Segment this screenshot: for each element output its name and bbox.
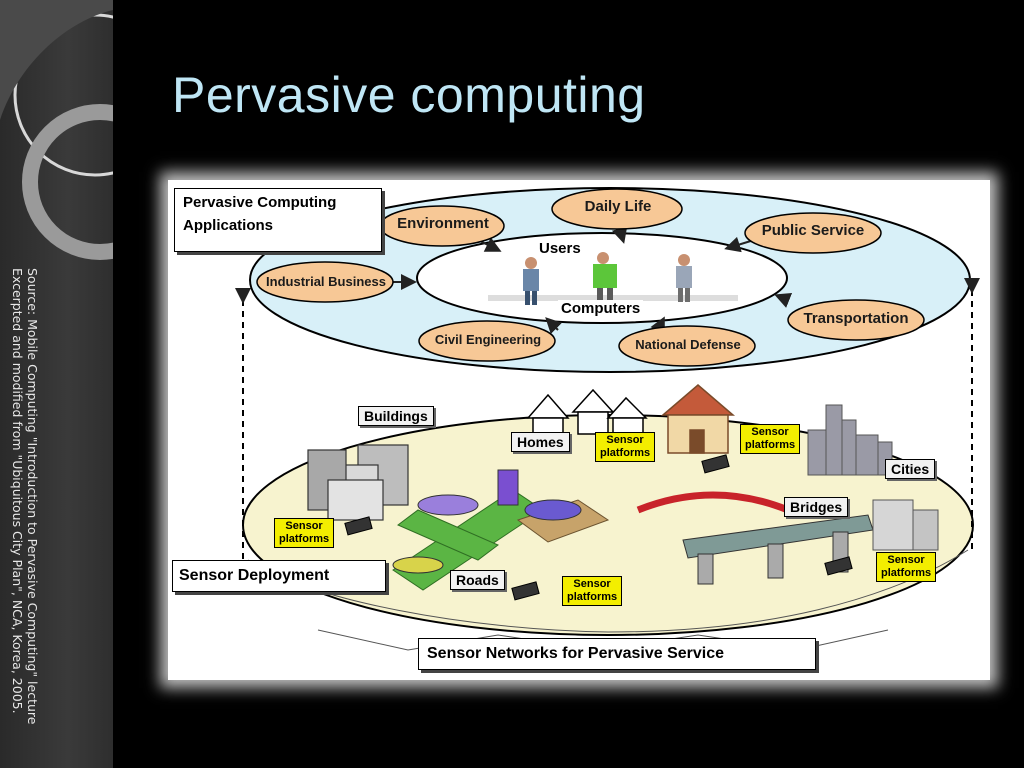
- app-environment: Environment: [397, 215, 489, 232]
- roads-label: Roads: [450, 570, 505, 590]
- bridges-label: Bridges: [784, 497, 849, 517]
- source-line-2: Excerpted and modified from "Ubiquitous …: [10, 268, 25, 714]
- applications-label: Pervasive Computing Applications: [174, 188, 382, 252]
- users-figures: [488, 252, 738, 305]
- applications-label-line-2: Applications: [183, 217, 274, 234]
- sensor-platforms-line-1: Sensor: [573, 578, 611, 590]
- sensor-platforms-line-1: Sensor: [285, 520, 323, 532]
- sensor-platforms-label-homes: Sensor platforms: [595, 432, 656, 462]
- sensor-platforms-line-2: platforms: [279, 533, 330, 545]
- sensor-platforms-line-2: platforms: [600, 447, 651, 459]
- sensor-deployment-label: Sensor Deployment: [172, 560, 386, 592]
- source-citation: Source: Mobile Computing "Introduction t…: [10, 268, 40, 738]
- app-national-defense: National Defense: [635, 337, 741, 352]
- sensor-networks-label: Sensor Networks for Pervasive Service: [418, 638, 816, 670]
- sensor-platforms-label-cities: Sensor platforms: [740, 424, 801, 454]
- sensor-platforms-line-2: platforms: [567, 591, 618, 603]
- sensor-platforms-line-1: Sensor: [887, 554, 925, 566]
- decorative-rings: [0, 0, 113, 260]
- diagram-graphics: [235, 187, 980, 651]
- cities-label: Cities: [885, 459, 936, 479]
- slide-title: Pervasive computing: [172, 67, 646, 123]
- application-ovals: [256, 188, 925, 367]
- users-label: Users: [536, 240, 584, 257]
- buildings-label: Buildings: [358, 406, 434, 426]
- right-buildings: [872, 499, 939, 551]
- sensor-platforms-label-buildings: Sensor platforms: [274, 518, 335, 548]
- app-daily-life: Daily Life: [584, 198, 652, 215]
- app-public-service: Public Service: [761, 222, 865, 239]
- pervasive-computing-diagram: Pervasive Computing Applications Environ…: [168, 180, 990, 685]
- city-skyline: [807, 404, 893, 476]
- source-line-1: Source: Mobile Computing "Introduction t…: [25, 268, 40, 725]
- homes-illustration: [526, 388, 648, 439]
- sensor-platforms-label-bridges: Sensor platforms: [876, 552, 937, 582]
- computers-label: Computers: [558, 300, 644, 317]
- sensor-chips: [344, 454, 853, 601]
- left-decorative-band: Source: Mobile Computing "Introduction t…: [0, 0, 113, 768]
- roads-illustration: [392, 469, 610, 591]
- sensor-platforms-line-1: Sensor: [751, 426, 789, 438]
- app-civil-engineering: Civil Engineering: [434, 332, 542, 347]
- sensor-platforms-line-2: platforms: [745, 439, 796, 451]
- sensor-platforms-line-1: Sensor: [606, 434, 644, 446]
- sensor-platforms-line-2: platforms: [881, 567, 932, 579]
- buildings-illustration: [307, 444, 409, 521]
- applications-label-line-1: Pervasive Computing: [183, 194, 337, 211]
- app-transportation: Transportation: [803, 310, 909, 327]
- home-building: [660, 384, 736, 454]
- sensor-platforms-label-roads: Sensor platforms: [562, 576, 623, 606]
- app-industrial-business: Industrial Business: [266, 274, 386, 289]
- homes-label: Homes: [511, 432, 570, 452]
